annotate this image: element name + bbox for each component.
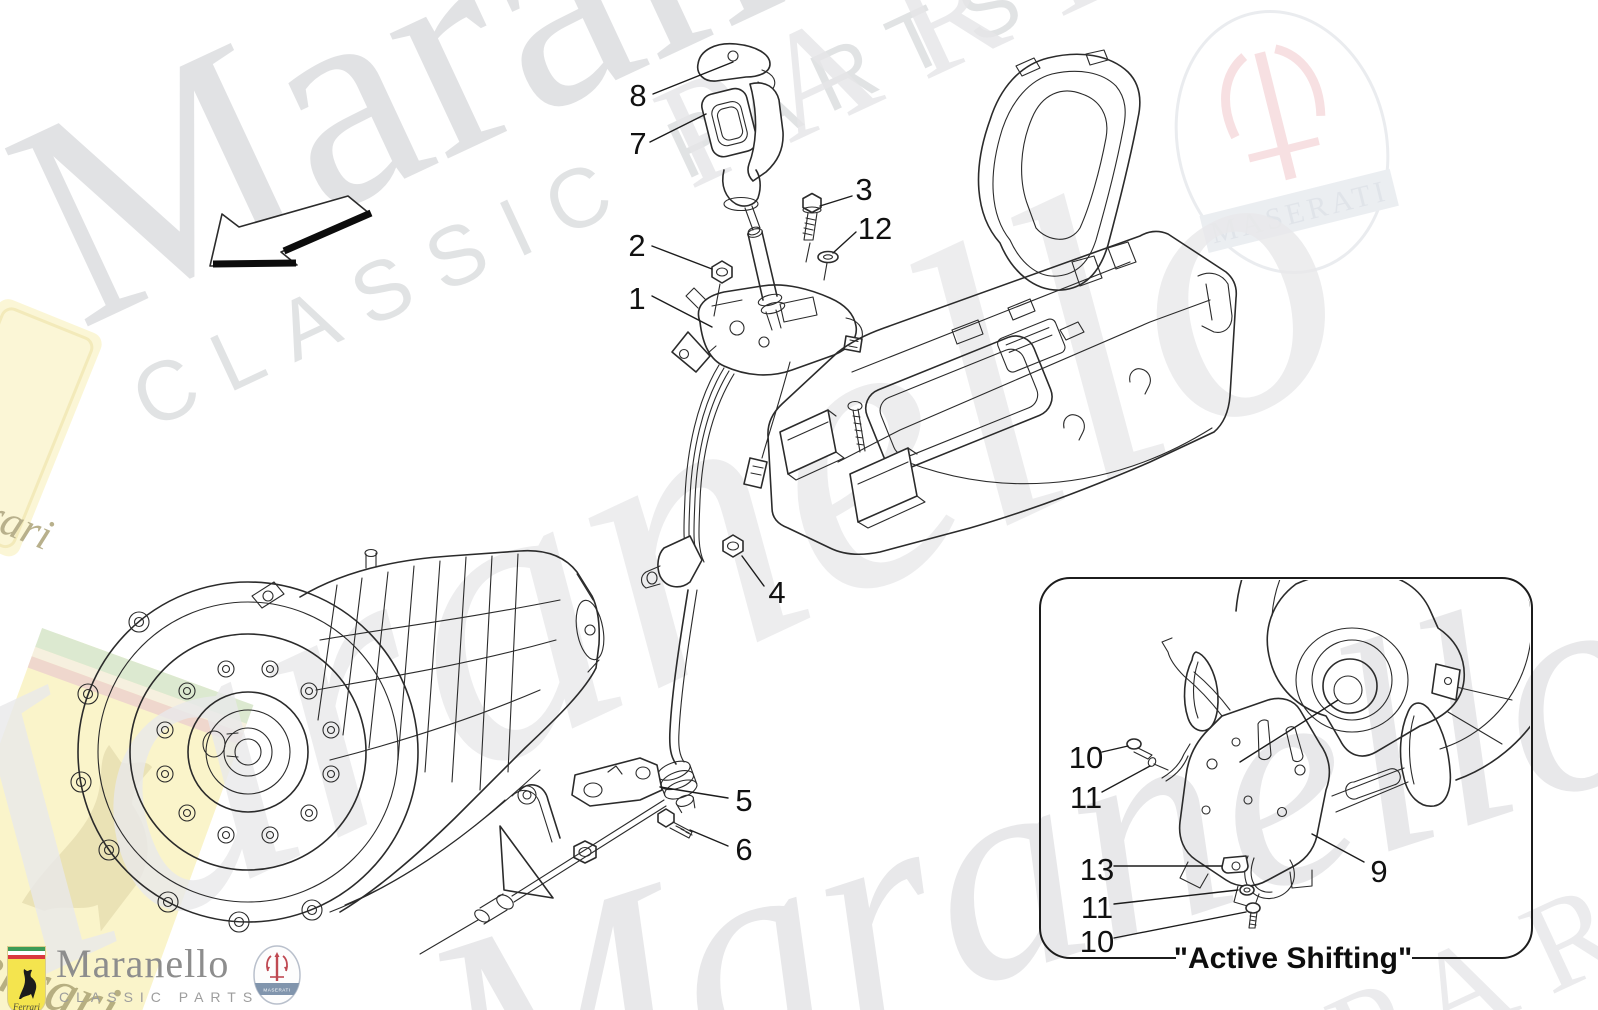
callout-6: 6 — [735, 832, 752, 867]
shift-knob — [701, 87, 758, 158]
callout-layer: 8 7 3 12 2 1 4 5 6 — [628, 61, 892, 867]
callout-5: 5 — [735, 783, 752, 818]
active-shifting-inset: 10 11 13 11 10 9 "Active Shifting" — [1039, 577, 1533, 975]
callout-4: 4 — [768, 575, 785, 610]
caption-mask — [1176, 938, 1412, 974]
gear-shifter-drawing — [671, 42, 863, 489]
selector-cable-drawing — [419, 364, 744, 955]
maserati-oval-watermark: MASERATI — [1174, 9, 1399, 275]
classic-parts-tagline: CLASSIC PARTS — [59, 989, 260, 1005]
bolt-hole-ring — [156, 660, 340, 844]
inset-callout-10-top: 10 — [1069, 740, 1103, 775]
inset-callout-9: 9 — [1370, 854, 1387, 889]
inset-callout-10-bottom: 10 — [1080, 924, 1114, 959]
center-console-drawing — [767, 49, 1238, 556]
ferrari-stripe-red — [8, 955, 45, 959]
console-detail-recess — [997, 318, 1066, 373]
inset-callout-11-bottom: 11 — [1081, 890, 1113, 925]
maserati-wordmark: MASERATI — [263, 988, 290, 993]
trident-tips — [266, 952, 288, 971]
maserati-band — [254, 983, 300, 995]
inset-callout-13: 13 — [1080, 852, 1114, 887]
ferrari-stripe-white — [8, 951, 45, 955]
inset-callout-11-top: 11 — [1070, 780, 1102, 815]
callout-1: 1 — [628, 281, 645, 316]
console-storage-opening — [864, 335, 1053, 471]
direction-arrow — [209, 195, 373, 268]
maserati-oval-logo: MASERATI — [253, 945, 301, 1005]
ferrari-wordmark: Ferrari — [13, 1002, 40, 1010]
callout-12: 12 — [858, 211, 892, 246]
flange-ears — [70, 581, 323, 933]
callout-3: 3 — [855, 172, 872, 207]
prancing-horse-icon — [19, 969, 37, 999]
callout-7: 7 — [629, 126, 646, 161]
callout-8: 8 — [629, 78, 646, 113]
inset-caption: "Active Shifting" — [1174, 942, 1412, 975]
ferrari-stripe-green — [8, 947, 45, 951]
maranello-logo-block: Ferrari Maranello CLASSIC PARTS MASERATI — [0, 938, 320, 1010]
callout-2: 2 — [628, 228, 645, 263]
inset-drawing — [1126, 580, 1530, 929]
maranello-wordmark: Maranello — [56, 941, 230, 986]
ferrari-shield-logo: Ferrari — [7, 946, 46, 1010]
